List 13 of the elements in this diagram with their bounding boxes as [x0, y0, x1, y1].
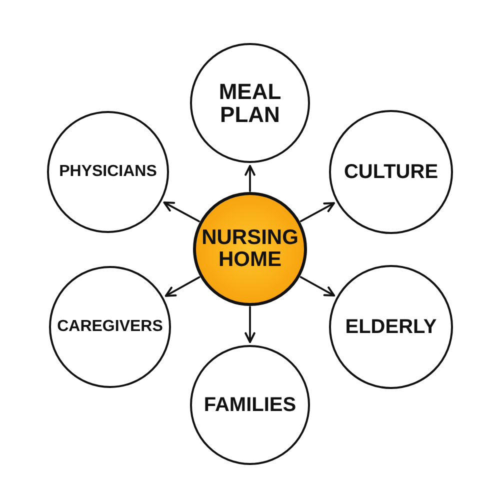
arrow	[164, 276, 200, 297]
arrow	[300, 276, 336, 297]
arrow	[244, 306, 256, 343]
arrow	[163, 202, 200, 222]
arrow	[244, 165, 256, 192]
topic-label: CAREGIVERS	[57, 318, 163, 336]
topic-label: MEAL PLAN	[218, 80, 282, 126]
topic-label: FAMILIES	[204, 394, 296, 416]
arrow	[300, 202, 335, 222]
topic-label: NURSING HOME	[200, 226, 300, 272]
topic-label: PHYSICIANS	[59, 164, 157, 180]
topic-label: CULTURE	[344, 162, 438, 182]
topic-label: ELDERLY	[345, 316, 437, 338]
